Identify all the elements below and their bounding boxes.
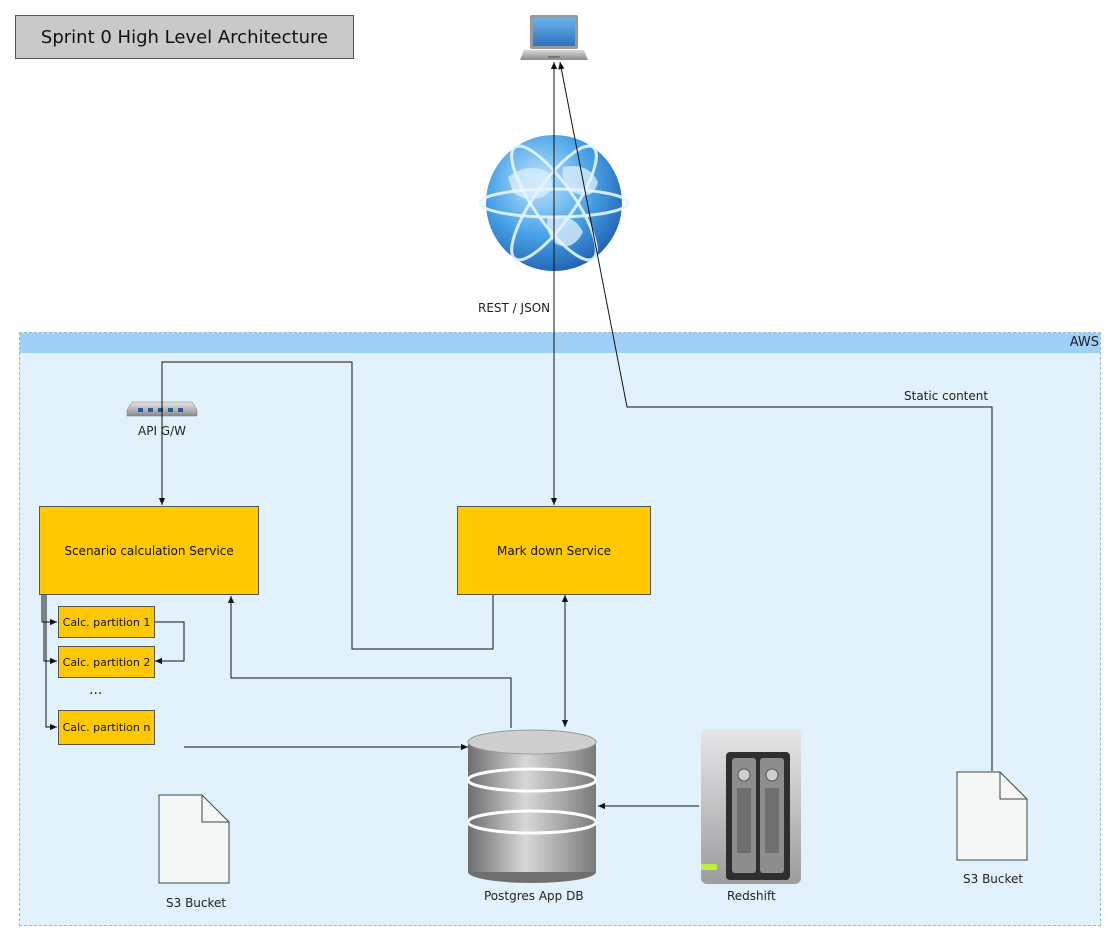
markdown-to-scenario-connector xyxy=(158,361,494,650)
document-icon xyxy=(158,794,230,884)
document-icon xyxy=(956,771,1028,861)
calc-partition-2: Calc. partition 2 xyxy=(58,646,155,678)
scenario-to-partition-n-connector xyxy=(45,595,57,731)
static-content-label: Static content xyxy=(904,389,989,403)
partition-ellipsis: ... xyxy=(89,682,103,698)
postgres-to-scenario-connector xyxy=(227,596,512,728)
static-content-connector xyxy=(558,61,993,771)
partitions-to-s3-connector xyxy=(155,621,185,665)
scenario-calculation-service: Scenario calculation Service xyxy=(39,506,259,595)
laptop-icon xyxy=(520,15,588,60)
redshift-label: Redshift xyxy=(727,889,776,903)
scenario-to-partition-2-connector xyxy=(43,595,57,665)
diagram-title: Sprint 0 High Level Architecture xyxy=(15,15,354,59)
markdown-service: Mark down Service xyxy=(457,506,651,595)
calc-partition-n: Calc. partition n xyxy=(58,710,155,745)
server-icon xyxy=(701,729,801,884)
calc-partition-1: Calc. partition 1 xyxy=(58,606,155,638)
aws-region-header xyxy=(20,333,1100,353)
scenario-to-partition-1-connector xyxy=(41,595,57,626)
s3-bucket-right-label: S3 Bucket xyxy=(963,872,1024,886)
s3-bucket-left-label: S3 Bucket xyxy=(166,896,227,910)
aws-label: AWS xyxy=(1069,335,1099,350)
database-icon xyxy=(466,729,598,883)
postgres-label: Postgres App DB xyxy=(484,889,584,903)
rest-json-label: REST / JSON xyxy=(478,301,551,315)
